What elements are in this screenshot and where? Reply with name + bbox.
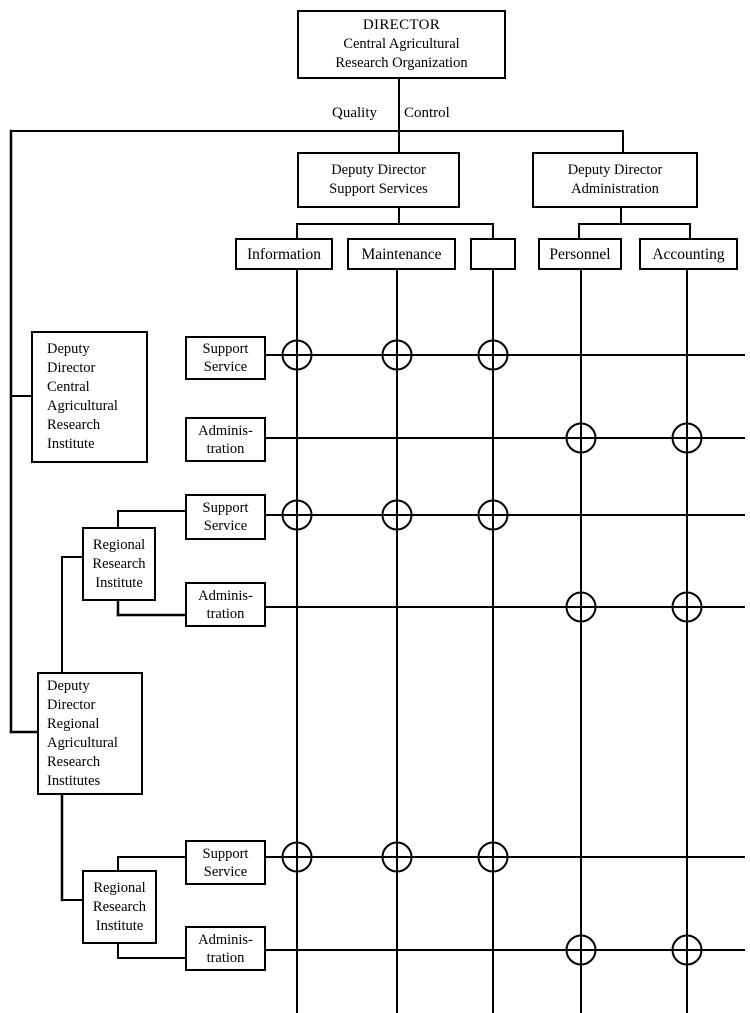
director-line: Central Agricultural [343,36,460,52]
deputy-director-support-services-box: Deputy Director Support Services [297,152,460,208]
intersection-marker [671,422,703,454]
administration-box: Adminis- tration [185,926,266,971]
director-box: DIRECTOR Central Agricultural Research O… [297,10,506,79]
box-line: Adminis- [198,931,253,948]
box-line: tration [206,605,245,622]
intersection-marker [671,934,703,966]
department-label: Information [246,245,322,263]
director-line: Research Organization [335,55,468,71]
intersection-marker [565,422,597,454]
box-line: Central [47,379,90,395]
box-line: Institute [47,436,95,452]
intersection-marker [565,591,597,623]
box-line: Support [202,845,249,862]
intersection-marker [671,591,703,623]
intersection-marker [281,841,313,873]
support-service-box: Support Service [185,494,266,540]
intersection-marker [477,499,509,531]
box-line: Adminis- [198,587,253,604]
intersection-marker [381,339,413,371]
deputy-director-central-institute-box: Deputy Director Central Agricultural Res… [31,331,148,463]
box-line: Service [203,518,248,534]
administration-box: Adminis- tration [185,417,266,462]
department-label: Personnel [549,245,611,263]
box-line: Regional [47,715,100,732]
quality-label: Quality [332,105,377,121]
matrix-grid [266,269,745,1013]
box-line: Director [47,696,96,713]
box-line: tration [206,440,245,457]
intersection-marker [477,339,509,371]
department-personnel: Personnel [538,238,622,270]
box-line: Research [92,555,146,572]
deputy-director-regional-institutes-box: Deputy Director Regional Agricultural Re… [37,672,143,795]
intersection-marker [281,339,313,371]
support-service-box: Support Service [185,840,266,885]
regional-research-institute-box: Regional Research Institute [82,527,156,601]
department-blank [470,238,516,270]
department-information: Information [235,238,333,270]
box-line: Agricultural [47,734,118,751]
box-line: Administration [571,181,659,197]
intersection-marker [565,934,597,966]
box-line: Deputy Director [567,162,663,178]
intersection-marker [477,841,509,873]
box-line: Regional [92,536,146,553]
box-line: Support [202,341,249,357]
department-label: Accounting [652,245,725,263]
box-line: Institute [95,917,144,934]
box-line: Agricultural [47,398,118,414]
intersection-marker [281,499,313,531]
box-line: Regional [93,879,146,896]
box-line: Service [203,359,248,375]
control-label: Control [404,105,450,121]
box-line: Institute [95,574,143,591]
deputy-director-administration-box: Deputy Director Administration [532,152,698,208]
box-line: Director [47,360,96,376]
department-maintenance: Maintenance [347,238,456,270]
administration-box: Adminis- tration [185,582,266,627]
box-line: Deputy [47,677,90,694]
intersection-marker [381,499,413,531]
director-title: DIRECTOR [362,17,441,33]
department-accounting: Accounting [639,238,738,270]
box-line: Research [47,753,101,770]
box-line: Research [47,417,101,433]
box-line: Support Services [329,181,428,197]
box-line: Support [202,500,249,516]
box-line: Adminis- [198,422,253,439]
department-label: Maintenance [361,245,442,263]
box-line: Deputy Director [331,162,426,178]
box-line: tration [206,949,245,966]
box-line: Service [203,863,248,880]
box-line: Institutes [47,772,101,789]
support-service-box: Support Service [185,336,266,380]
box-line: Deputy [47,341,90,357]
intersection-marker [381,841,413,873]
box-line: Research [92,898,147,915]
regional-research-institute-box: Regional Research Institute [82,870,157,944]
